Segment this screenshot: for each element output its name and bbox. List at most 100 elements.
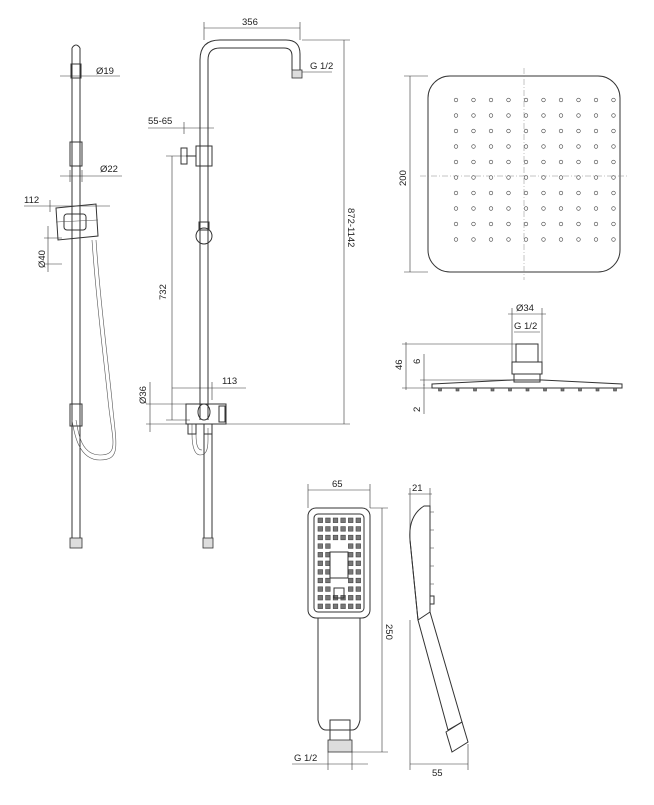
nozzle <box>453 159 459 165</box>
dim-w65: 65 <box>307 479 371 508</box>
hand-spray-pattern <box>317 517 361 609</box>
spray-square <box>348 569 354 575</box>
dim-r5565: 55-65 <box>148 116 214 134</box>
spray-square <box>317 517 323 523</box>
nozzle <box>523 128 529 134</box>
spray-square <box>355 526 361 532</box>
nozzle <box>541 221 546 227</box>
nozzle <box>593 97 599 103</box>
spray-square <box>325 577 331 584</box>
dim-h2-text: 2 <box>412 407 423 412</box>
side-nozzle <box>525 387 530 392</box>
dim-w55-text: 55 <box>432 768 443 779</box>
spray-square <box>332 534 339 541</box>
dim-w21-text: 21 <box>412 483 423 494</box>
nozzle <box>471 97 476 103</box>
side-nozzle <box>455 387 460 392</box>
dim-d19-text: Ø19 <box>96 66 114 77</box>
nozzle <box>611 175 616 180</box>
spray-square <box>348 577 354 584</box>
spray-square <box>317 526 323 532</box>
nozzle <box>558 159 564 165</box>
nozzle <box>558 113 564 118</box>
nozzle <box>471 144 476 149</box>
spray-square <box>355 569 361 575</box>
dim-h732-text: 732 <box>158 284 169 300</box>
nozzle <box>576 97 581 103</box>
nozzle <box>453 144 459 149</box>
nozzle <box>506 221 511 227</box>
nozzle <box>558 190 564 196</box>
dim-h732: 732 <box>158 155 194 421</box>
nozzle <box>558 237 564 242</box>
nozzle <box>506 175 511 180</box>
nozzle <box>593 190 599 196</box>
dim-h2: 2 <box>412 384 425 414</box>
spray-square <box>348 534 354 541</box>
nozzle <box>558 221 564 227</box>
nozzle <box>558 128 564 134</box>
nozzle <box>488 190 494 196</box>
dim-g12-hand-text: G 1/2 <box>294 753 317 764</box>
dim-r5565-text: 55-65 <box>148 116 172 127</box>
side-nozzle <box>578 387 582 392</box>
spray-square <box>348 560 354 566</box>
spray-square <box>348 552 354 558</box>
nozzle <box>523 175 529 180</box>
nozzle <box>488 97 494 103</box>
spray-square <box>355 603 361 609</box>
side-nozzle <box>473 387 477 392</box>
head-top-view <box>420 68 628 280</box>
dim-d40-text: Ø40 <box>37 250 48 268</box>
spray-square <box>325 603 331 609</box>
nozzle <box>523 190 529 196</box>
dim-h200: 200 <box>398 75 428 273</box>
nozzle <box>506 113 511 118</box>
nozzle <box>488 175 494 180</box>
nozzle <box>453 190 459 196</box>
nozzle-grid <box>453 97 616 242</box>
spray-square <box>325 526 331 532</box>
spray-square <box>355 577 361 584</box>
shower-column-view <box>180 39 303 549</box>
dim-d34-text: Ø34 <box>516 303 534 314</box>
spray-square <box>348 603 354 609</box>
dim-h46-text: 46 <box>394 359 405 370</box>
dim-h46: 46 <box>394 342 516 390</box>
nozzle <box>506 97 511 103</box>
side-nozzle <box>508 387 512 392</box>
side-nozzle <box>438 387 442 392</box>
dim-w356-text: 356 <box>242 17 258 28</box>
nozzle <box>471 206 476 211</box>
spray-square <box>348 543 354 549</box>
nozzle <box>541 97 546 103</box>
nozzle <box>523 144 529 149</box>
nozzle <box>488 221 494 227</box>
nozzle <box>453 175 459 180</box>
side-nozzle <box>613 387 617 392</box>
head-side-view <box>431 343 623 392</box>
nozzle <box>506 190 511 196</box>
dim-w356: 356 <box>203 17 301 40</box>
nozzle <box>471 159 476 165</box>
nozzle <box>593 175 599 180</box>
nozzle <box>541 206 546 211</box>
nozzle <box>541 113 546 118</box>
spray-square <box>317 543 323 549</box>
nozzle <box>523 97 529 103</box>
nozzle <box>576 206 581 211</box>
nozzle <box>506 144 511 149</box>
spray-square <box>325 543 331 549</box>
side-nozzle <box>543 387 547 392</box>
nozzle <box>488 206 494 211</box>
nozzle <box>471 190 476 196</box>
dim-d22: Ø22 <box>60 164 122 182</box>
dim-d40: Ø40 <box>37 226 62 272</box>
nozzle <box>611 190 616 196</box>
nozzle <box>453 97 459 103</box>
dim-g12-hand: G 1/2 <box>292 752 368 770</box>
spray-square <box>317 569 323 575</box>
nozzle <box>541 175 546 180</box>
nozzle <box>453 206 459 211</box>
